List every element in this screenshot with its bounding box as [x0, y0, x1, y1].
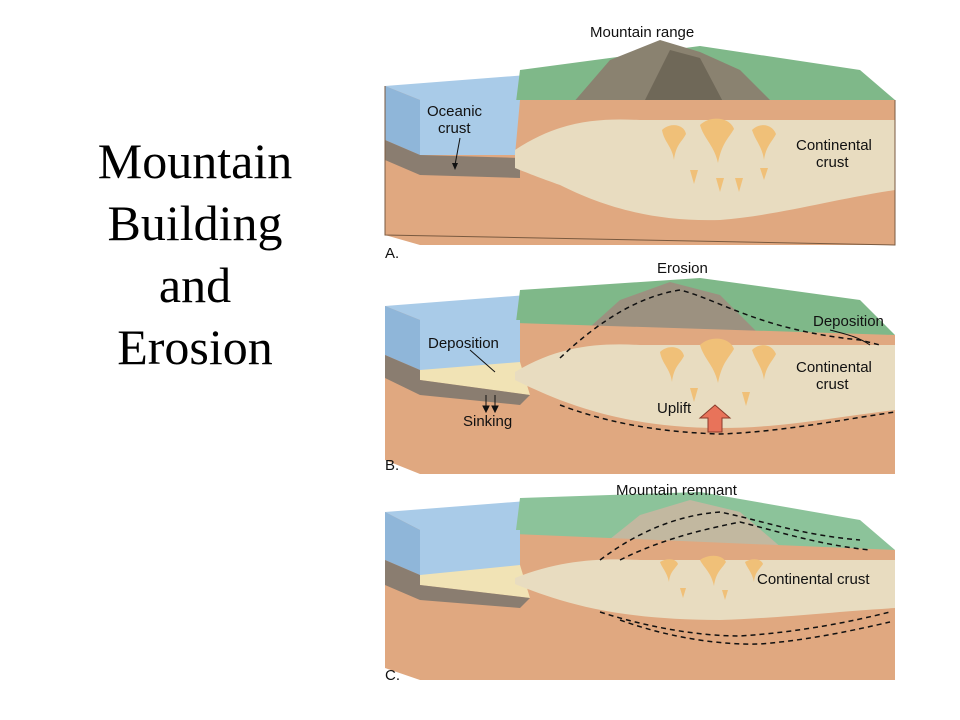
panel-c-former-crust-base-1 — [599, 611, 891, 637]
panel-a-continental-label-2: crust — [816, 154, 849, 171]
panel-b-ocean-front-2 — [420, 320, 520, 372]
panel-c-letter: C. — [385, 667, 400, 684]
panel-c-continental-crust — [515, 559, 895, 620]
panel-a-oceanic-label-1: Oceanic — [427, 103, 483, 120]
panel-b-continental-label-1: Continental — [796, 359, 872, 376]
panel-a-letter: A. — [385, 245, 399, 262]
panel-b-uplift-label: Uplift — [657, 400, 692, 417]
panel-c-sediment — [420, 565, 530, 598]
panel-b-continental-label-2: crust — [816, 376, 849, 393]
panel-c-ocean-front-2 — [420, 530, 520, 578]
panel-b-deposition-pointer — [469, 349, 496, 373]
panel-a-top-label: Mountain range — [590, 24, 694, 41]
panel-c-oceanic-crust — [385, 560, 530, 608]
title-line-1: Mountain — [97, 133, 293, 189]
panel-b: Erosion Deposition Deposition Continenta… — [385, 260, 896, 474]
panel-b-continental-crust — [515, 344, 895, 428]
panel-c-former-crust-base-2 — [619, 619, 891, 645]
panel-b-oceanic-crust — [385, 355, 530, 405]
title-line-2: Building — [107, 195, 283, 251]
panel-b-former-mountain-outline — [559, 289, 881, 359]
panel-b-former-crust-base — [559, 404, 896, 435]
panel-b-sinking-label: Sinking — [463, 413, 512, 430]
panel-a: Mountain range Oceanic crust Continental… — [384, 24, 896, 262]
panel-c-continental-label: Continental crust — [757, 571, 870, 588]
panel-c: Mountain remnant Continental crust C. — [385, 482, 895, 684]
panel-a-oceanic-pointer — [454, 137, 461, 166]
panel-a-continental-crust — [515, 119, 895, 221]
title-line-3: and — [158, 257, 232, 313]
panel-a-oceanic-crust — [385, 140, 520, 178]
panel-a-oceanic-label-2: crust — [438, 120, 471, 137]
panel-a-mountain-shade — [640, 50, 730, 115]
panel-b-plutons — [660, 338, 776, 406]
panel-b-letter: B. — [385, 457, 399, 474]
panel-c-top-label: Mountain remnant — [616, 482, 738, 499]
panel-a-plutons — [662, 118, 776, 192]
panel-a-ocean-front — [385, 86, 420, 155]
slide-title: Mountain Building and Erosion — [40, 130, 350, 378]
panel-c-former-mountain-outline-2 — [619, 521, 871, 561]
panel-c-ocean-front — [385, 512, 420, 575]
panel-c-plutons — [660, 555, 763, 600]
panel-a-edge — [384, 86, 896, 246]
panel-a-oceanic-pointer-head — [452, 163, 458, 170]
title-line-4: Erosion — [117, 319, 273, 375]
panel-b-sinking-arrows — [482, 395, 499, 414]
panel-b-ocean-front — [385, 306, 420, 370]
panel-b-deposition-right-label: Deposition — [813, 313, 884, 330]
panel-a-ocean-front-2 — [420, 100, 520, 155]
panel-b-uplift-arrow — [698, 404, 732, 433]
panel-a-continental-label-1: Continental — [796, 137, 872, 154]
panel-b-deposition-right-pointer — [829, 329, 871, 346]
panel-b-deposition-left-label: Deposition — [428, 335, 499, 352]
panel-b-top-label: Erosion — [657, 260, 708, 277]
panel-b-sediment — [420, 362, 530, 395]
